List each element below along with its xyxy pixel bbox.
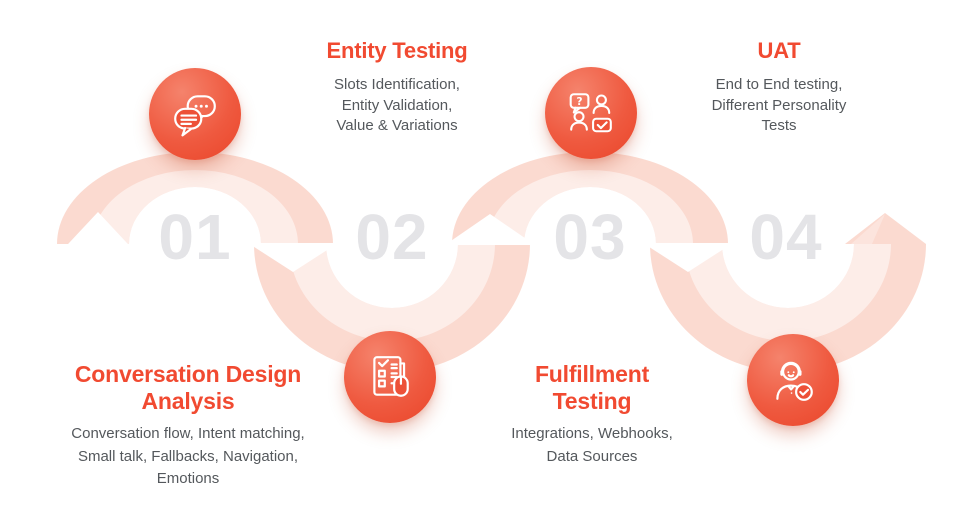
step-2-detail-line: Slots Identification,: [334, 76, 460, 93]
arch-step3-highlight: [487, 170, 693, 244]
junction-chevron-1-2: [248, 243, 338, 272]
ribbon-tail-notch: [40, 212, 156, 274]
step-2-number: 02: [355, 201, 429, 273]
svg-text:?: ?: [577, 96, 583, 108]
qa-discussion-icon: ?: [569, 93, 612, 133]
step-1-details: Conversation flow, Intent matching, Smal…: [28, 423, 348, 491]
ribbon-end-arrowhead: [845, 213, 926, 244]
step-4-text-block: UAT End to End testing, Different Person…: [629, 38, 929, 137]
step-1-text-block: Conversation Design Analysis Conversatio…: [28, 361, 348, 491]
step-1-icon-badge: [149, 68, 241, 160]
step-1-detail-line: Small talk, Fallbacks, Navigation,: [77, 447, 299, 465]
step-2-detail-line: Value & Variations: [336, 117, 458, 134]
step-3-details: Integrations, Webhooks, Data Sources: [442, 423, 742, 468]
support-agent-check-icon: [776, 361, 813, 401]
arch-step1-highlight: [92, 170, 298, 244]
junction-chevron-3-4: [643, 243, 733, 272]
step-4-detail-line: Tests: [761, 117, 797, 134]
step-4-details: End to End testing, Different Personalit…: [629, 75, 929, 137]
step-2-icon-badge: [344, 331, 436, 423]
step-4-number: 04: [749, 201, 823, 273]
step-3-text-block: Fulfillment Testing Integrations, Webhoo…: [442, 361, 742, 468]
step-1-detail-line: Conversation flow, Intent matching,: [71, 425, 305, 442]
arrowhead-facet-highlight: [851, 214, 885, 244]
step-1-detail-line: Emotions: [156, 470, 220, 487]
step-3-icon-badge: ?: [545, 67, 637, 159]
step-2-details: Slots Identification, Entity Validation,…: [247, 75, 547, 137]
step-1-title: Conversation Design Analysis: [74, 361, 302, 414]
u-step2-highlight: [289, 244, 495, 341]
step-2-title: Entity Testing: [326, 38, 468, 63]
step-2-detail-line: Entity Validation,: [341, 96, 453, 114]
step-3-number: 03: [553, 201, 627, 273]
junction-chevron-2-3: [445, 214, 535, 245]
step-4-title: UAT: [757, 38, 801, 63]
u-step4-highlight: [685, 244, 891, 341]
step-4-detail-line: End to End testing,: [715, 76, 843, 93]
chat-bubbles-icon: [174, 95, 216, 137]
step-4-icon-badge: [747, 334, 839, 426]
checklist-and-mouse-icon: [373, 356, 409, 397]
step-3-detail-line: Data Sources: [546, 447, 638, 465]
step-3-detail-line: Integrations, Webhooks,: [511, 425, 673, 442]
step-4-detail-line: Different Personality: [711, 96, 847, 114]
step-3-title: Fulfillment Testing: [534, 361, 650, 414]
step-1-number: 01: [158, 201, 232, 273]
step-2-text-block: Entity Testing Slots Identification, Ent…: [247, 38, 547, 137]
